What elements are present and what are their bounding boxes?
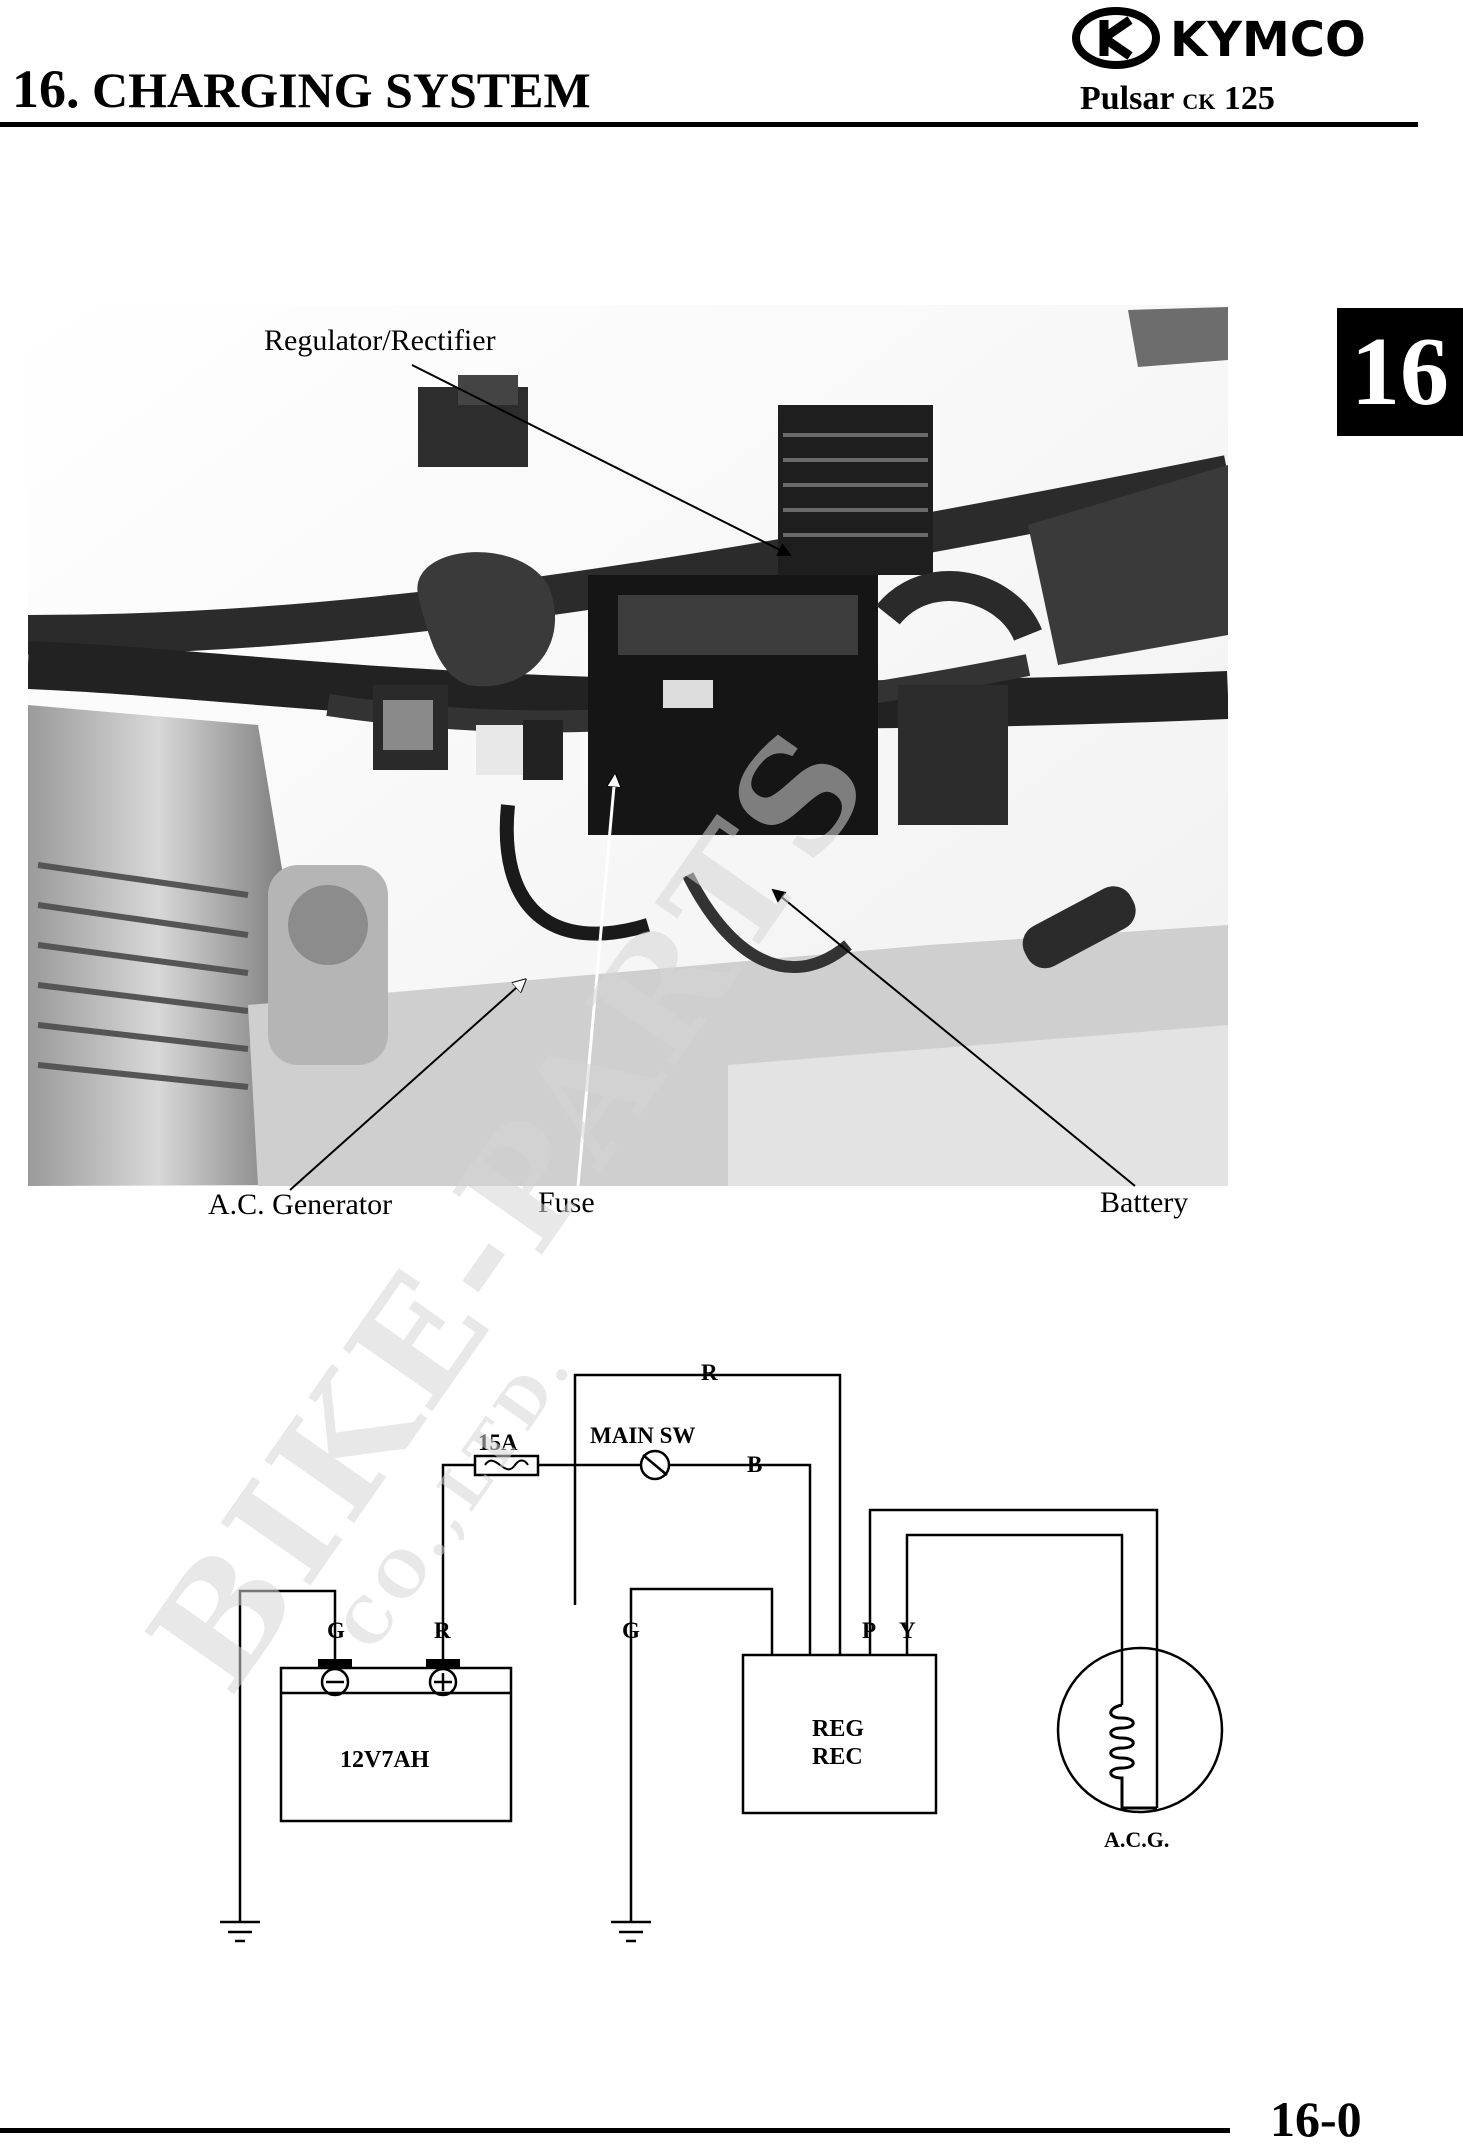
callout-fuse: Fuse <box>538 1186 595 1219</box>
charging-wiring-diagram: R 15A MAIN SW B G R G P Y 12V7AH REG REC… <box>220 1360 1224 1943</box>
wire-label-b: B <box>747 1452 762 1477</box>
wire-label-g-battery: G <box>327 1618 345 1643</box>
regrec-label-line1: REG <box>812 1716 864 1742</box>
kymco-logo: KYMCO <box>1072 7 1366 69</box>
wire-label-r-top: R <box>701 1360 718 1385</box>
callout-regulator-rectifier: Regulator/Rectifier <box>264 324 496 357</box>
model-name: Pulsar CK 125 <box>1080 80 1275 118</box>
chapter-title-text: CHARGING SYSTEM <box>92 62 591 118</box>
model-suffix: CK <box>1182 89 1216 114</box>
acg-label: A.C.G. <box>1104 1827 1169 1852</box>
motorcycle-photo <box>28 305 1228 1186</box>
regrec-label-line2: REC <box>812 1744 863 1770</box>
wire-label-r-battery: R <box>434 1618 451 1643</box>
chapter-title: 16. CHARGING SYSTEM <box>12 58 591 120</box>
battery-spec-label: 12V7AH <box>340 1747 430 1773</box>
wire-label-g-regrec: G <box>622 1618 640 1643</box>
main-switch-label: MAIN SW <box>590 1423 695 1448</box>
header-rule <box>0 122 1418 127</box>
page-number: 16-0 <box>1270 2091 1362 2147</box>
chapter-tab: 16 <box>1337 308 1463 436</box>
wire-label-y: Y <box>899 1618 916 1643</box>
fuse-rating-label: 15A <box>478 1430 518 1455</box>
model-base: Pulsar <box>1080 80 1174 117</box>
callout-ac-generator: A.C. Generator <box>208 1188 393 1221</box>
callout-battery: Battery <box>1100 1186 1189 1219</box>
chapter-number: 16. <box>12 59 80 119</box>
brand-text: KYMCO <box>1170 12 1366 68</box>
model-number: 125 <box>1223 80 1275 117</box>
wire-label-p: P <box>862 1618 876 1643</box>
footer-rule <box>0 2128 1230 2133</box>
